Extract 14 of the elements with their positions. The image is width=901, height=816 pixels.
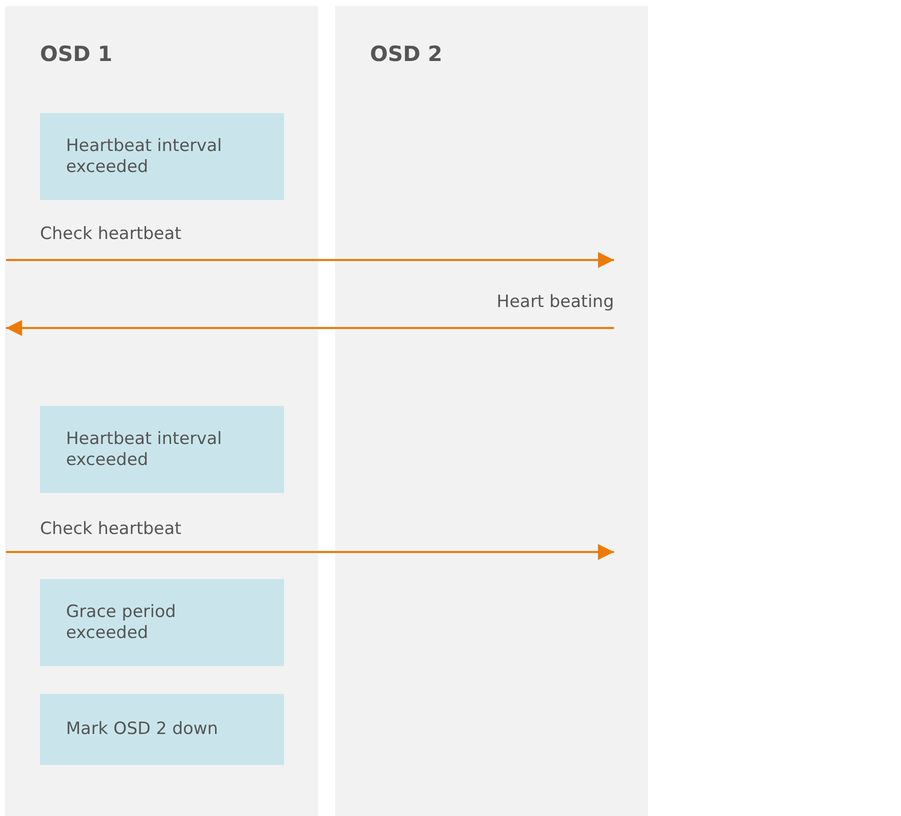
arrow xyxy=(6,252,614,268)
arrow xyxy=(6,320,614,336)
process-box: Heartbeat interval exceeded xyxy=(40,406,284,493)
lane-title: OSD 1 xyxy=(40,42,112,66)
edge-label: Check heartbeat xyxy=(40,519,182,539)
swimlane xyxy=(5,6,318,816)
lane-title: OSD 2 xyxy=(370,42,442,66)
arrow xyxy=(6,544,614,560)
edge-label: Heart beating xyxy=(496,292,614,312)
process-box: Heartbeat interval exceeded xyxy=(40,113,284,200)
process-box: Mark OSD 2 down xyxy=(40,694,284,765)
edge-label: Check heartbeat xyxy=(40,224,182,244)
process-box: Grace period exceeded xyxy=(40,579,284,666)
swimlane xyxy=(335,6,648,816)
